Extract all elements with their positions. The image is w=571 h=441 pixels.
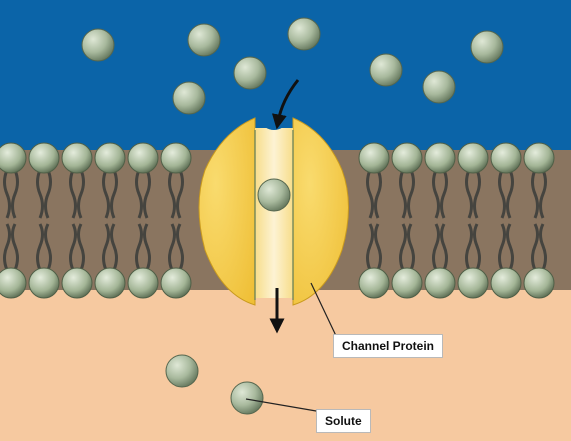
lipid-tail xyxy=(36,169,44,219)
solute-molecule xyxy=(257,178,291,212)
solute-molecule xyxy=(233,56,267,90)
solute-label: Solute xyxy=(316,409,371,433)
phospholipid-head xyxy=(127,142,159,174)
phospholipid-head xyxy=(358,142,390,174)
solute-molecule xyxy=(165,354,199,388)
lipid-tail xyxy=(11,169,19,219)
phospholipid-head xyxy=(94,267,126,299)
lipid-tail xyxy=(110,223,118,271)
phospholipid-head xyxy=(127,267,159,299)
lipid-tail xyxy=(407,169,415,219)
phospholipid-head xyxy=(160,142,192,174)
phospholipid-head xyxy=(457,142,489,174)
solute-molecule xyxy=(422,70,456,104)
lipid-tails xyxy=(3,169,547,271)
channel-protein xyxy=(198,113,349,306)
lipid-tail xyxy=(366,169,374,219)
phospholipid-head xyxy=(94,142,126,174)
lipid-tail xyxy=(374,223,382,271)
lipid-tail xyxy=(399,169,407,219)
phospholipid-head xyxy=(0,267,27,299)
lipid-tail xyxy=(110,169,118,219)
solute-molecule xyxy=(187,23,221,57)
solute-leader xyxy=(245,398,323,413)
phospholipid-head xyxy=(424,142,456,174)
solute-molecule xyxy=(172,81,206,115)
solute-molecule xyxy=(369,53,403,87)
lipid-tail xyxy=(506,169,514,219)
phospholipid-head xyxy=(457,267,489,299)
intracellular-region xyxy=(0,280,571,441)
lipid-tail xyxy=(176,223,184,271)
lipid-tail xyxy=(374,169,382,219)
phospholipid-head xyxy=(0,142,27,174)
lipid-tail xyxy=(531,223,539,271)
phospholipid-head xyxy=(28,267,60,299)
lipid-tail xyxy=(465,169,473,219)
lipid-tail xyxy=(44,223,52,271)
lipid-tail xyxy=(168,169,176,219)
lipid-tail xyxy=(432,169,440,219)
solute-molecule xyxy=(287,17,321,51)
entry-arrow-icon xyxy=(271,79,300,130)
channel-protein-label: Channel Protein xyxy=(333,334,444,358)
phospholipid-head xyxy=(358,267,390,299)
lipid-heads xyxy=(0,142,555,299)
lipid-tail xyxy=(36,223,44,271)
lipid-tail xyxy=(498,169,506,219)
phospholipid-head xyxy=(490,142,522,174)
lipid-tail xyxy=(473,169,481,219)
lipid-tail xyxy=(102,223,110,271)
phospholipid-head xyxy=(391,142,423,174)
lipid-tail xyxy=(77,169,85,219)
lipid-tail xyxy=(366,223,374,271)
phospholipid-head xyxy=(391,267,423,299)
lipid-tail xyxy=(168,223,176,271)
channel-pore xyxy=(255,128,293,298)
lipid-tail xyxy=(11,223,19,271)
phospholipid-head xyxy=(28,142,60,174)
solute-molecule xyxy=(470,30,504,64)
lipid-tail xyxy=(135,223,143,271)
lipid-tail xyxy=(407,223,415,271)
phospholipid-head xyxy=(523,267,555,299)
lipid-tail xyxy=(440,223,448,271)
lipid-tail xyxy=(473,223,481,271)
lipid-tail xyxy=(69,223,77,271)
phospholipid-head xyxy=(523,142,555,174)
lipid-tail xyxy=(69,169,77,219)
solute-molecules xyxy=(81,17,504,415)
lipid-tail xyxy=(3,169,11,219)
lipid-tail xyxy=(539,223,547,271)
lipid-tail xyxy=(176,169,184,219)
lipid-tail xyxy=(506,223,514,271)
lipid-tail xyxy=(399,223,407,271)
phospholipid-head xyxy=(160,267,192,299)
lipid-tail xyxy=(432,223,440,271)
lipid-tail xyxy=(498,223,506,271)
lipid-tail xyxy=(77,223,85,271)
lipid-tail xyxy=(143,223,151,271)
lipid-tail xyxy=(44,169,52,219)
phospholipid-head xyxy=(490,267,522,299)
phospholipid-head xyxy=(61,267,93,299)
lipid-tail xyxy=(3,223,11,271)
lipid-tail xyxy=(539,169,547,219)
solute-molecule xyxy=(81,28,115,62)
solute-molecule xyxy=(230,381,264,415)
channel-protein-leader xyxy=(310,282,339,341)
lipid-tail xyxy=(135,169,143,219)
lipid-tail xyxy=(102,169,110,219)
lipid-tail xyxy=(440,169,448,219)
phospholipid-head xyxy=(61,142,93,174)
lipid-tail xyxy=(531,169,539,219)
lipid-tail xyxy=(465,223,473,271)
lipid-tail xyxy=(143,169,151,219)
phospholipid-head xyxy=(424,267,456,299)
